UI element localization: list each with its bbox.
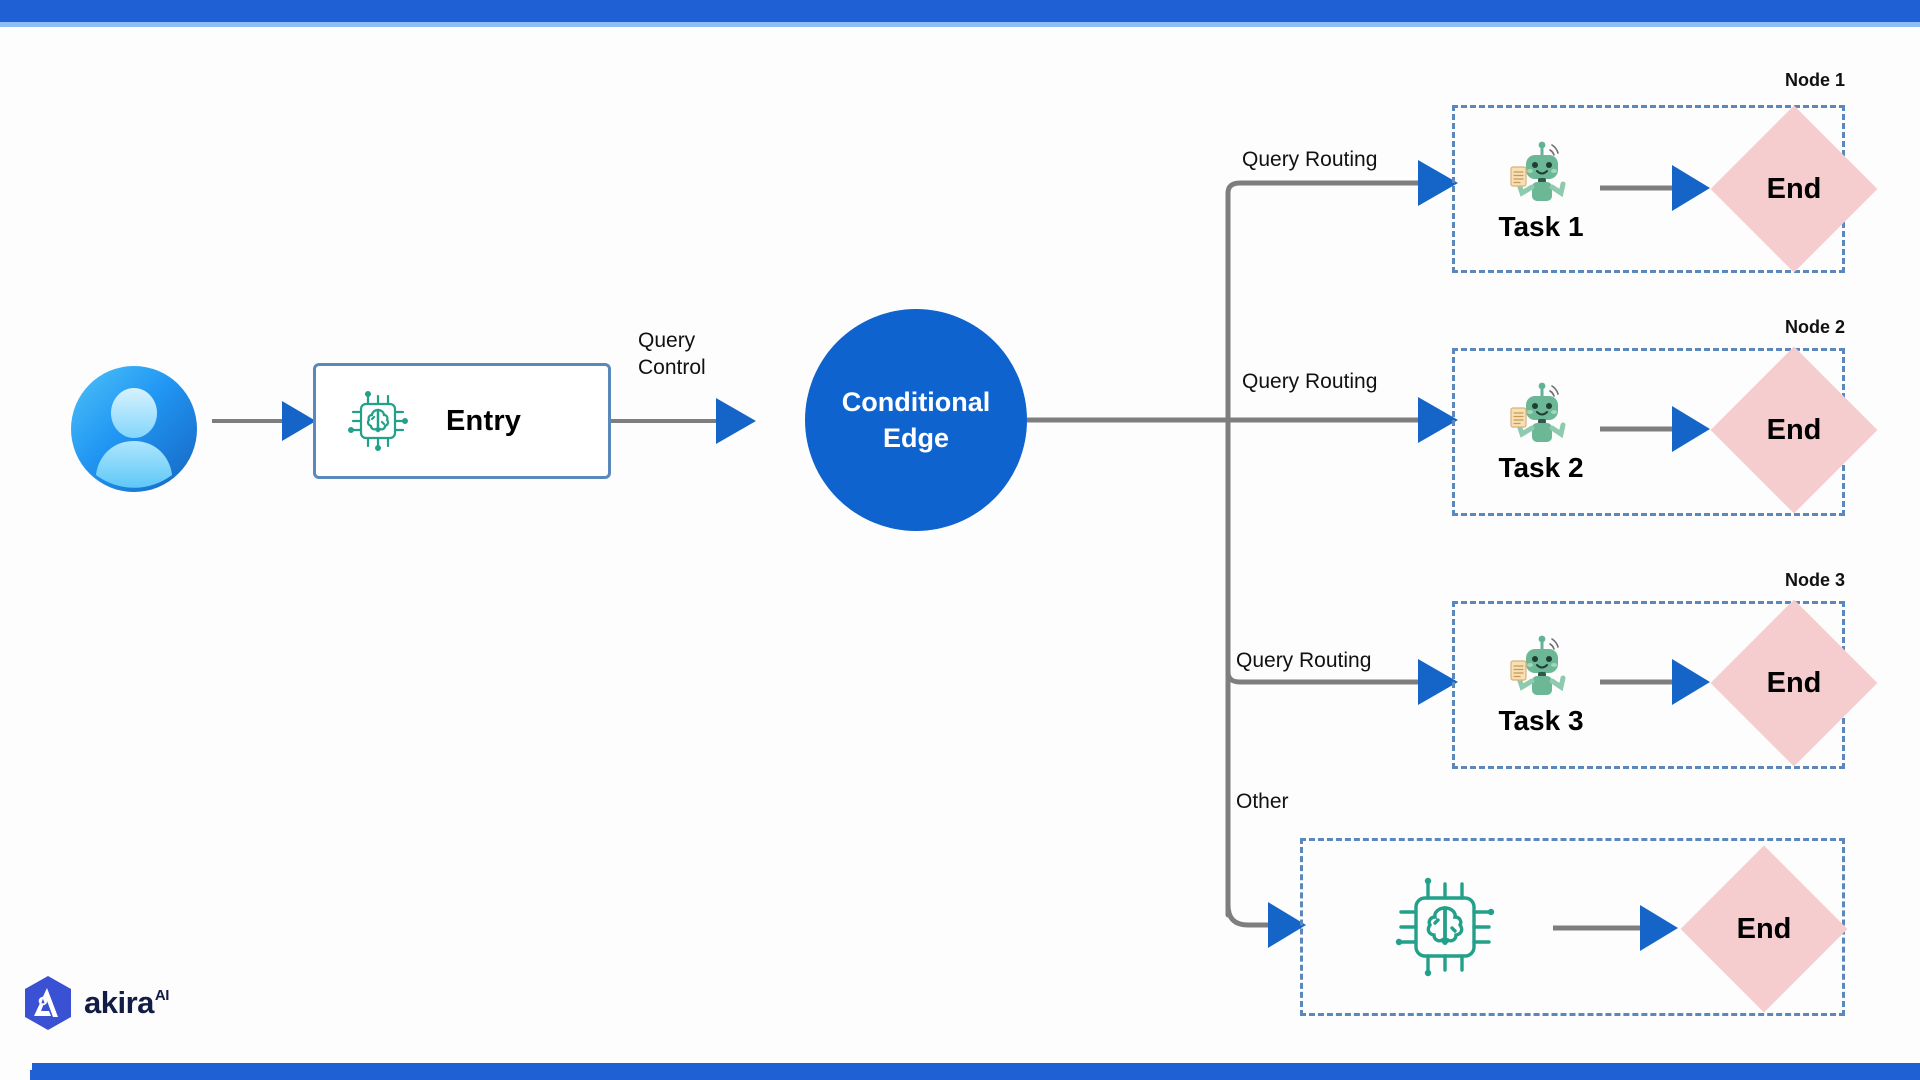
task-node-3[interactable]: Task 3 <box>1481 627 1601 737</box>
user-avatar <box>68 363 200 495</box>
node-title-2: Node 2 <box>1784 317 1845 337</box>
robot-with-note-icon <box>1503 133 1579 209</box>
conditional-edge-label-line2: Edge <box>882 423 949 453</box>
akira-logo-wordmark: akira <box>84 985 154 1020</box>
top-brand-bar <box>0 0 1920 22</box>
node-title-1: Node 1 <box>1784 70 1845 90</box>
other-node-chip[interactable] <box>1385 872 1505 982</box>
bottom-bar-left-notch <box>26 1040 32 1070</box>
entry-node[interactable]: Entry <box>313 363 611 479</box>
edge-label-other: Other <box>1236 790 1289 813</box>
akira-logo-superscript: AI <box>154 987 170 1004</box>
ai-chip-brain-icon <box>1395 877 1495 977</box>
robot-with-note-icon <box>1503 374 1579 450</box>
akira-ai-logo[interactable]: akira AI <box>22 975 169 1031</box>
end-label-1: End <box>1766 172 1822 205</box>
akira-logo-text: akira AI <box>84 985 169 1021</box>
edge-label-query-routing-3: Query Routing <box>1236 649 1372 672</box>
bottom-brand-bar <box>30 1063 1920 1080</box>
end-label-3: End <box>1766 666 1822 699</box>
edge-label-query-control: Query Control <box>638 329 706 380</box>
end-label-2: End <box>1766 413 1822 446</box>
conditional-edge-label-line1: Conditional <box>841 386 991 417</box>
task-node-1[interactable]: Task 1 <box>1481 133 1601 243</box>
top-brand-bar-accent <box>0 22 1920 27</box>
task-node-2[interactable]: Task 2 <box>1481 374 1601 484</box>
edge-label-query-routing-2: Query Routing <box>1242 370 1378 393</box>
entry-node-label: Entry <box>446 404 522 437</box>
task-node-2-label: Task 2 <box>1498 452 1584 483</box>
akira-hexagon-logo-icon <box>22 975 74 1031</box>
task-node-1-label: Task 1 <box>1498 211 1584 242</box>
ai-chip-brain-icon <box>346 389 410 453</box>
conditional-edge-node[interactable]: Conditional Edge <box>805 309 1027 531</box>
node-title-3: Node 3 <box>1784 570 1845 590</box>
edge-label-query-routing-1: Query Routing <box>1242 148 1378 171</box>
robot-with-note-icon <box>1503 627 1579 703</box>
end-label-other: End <box>1736 912 1792 945</box>
task-node-3-label: Task 3 <box>1498 705 1584 736</box>
